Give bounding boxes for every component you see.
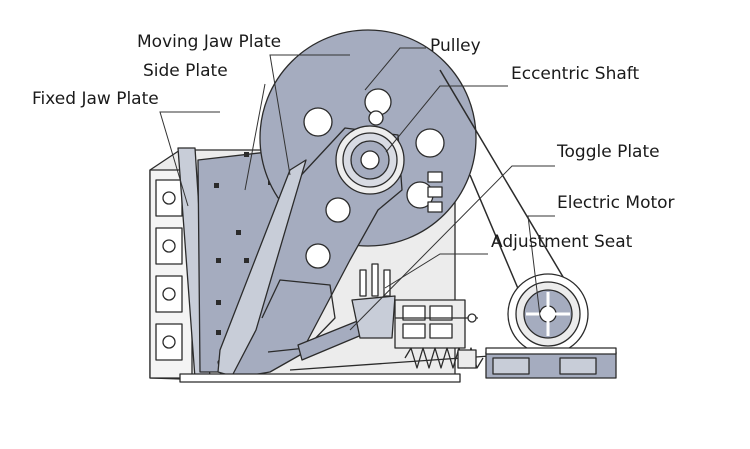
label-side-plate: Side Plate <box>143 61 228 81</box>
label-adjustment-seat: Adjustment Seat <box>491 232 633 252</box>
leader-electric-motor <box>527 215 555 317</box>
label-fixed-jaw-plate: Fixed Jaw Plate <box>32 89 159 109</box>
adjustment-seat-block <box>351 295 396 339</box>
label-electric-motor: Electric Motor <box>557 193 675 213</box>
label-eccentric-shaft: Eccentric Shaft <box>511 64 640 84</box>
label-pulley: Pulley <box>430 36 481 56</box>
leader-pulley <box>364 47 426 91</box>
leader-fixed-jaw-plate <box>159 111 220 207</box>
leader-moving-jaw-plate <box>269 54 350 176</box>
leader-eccentric-shaft <box>385 85 508 153</box>
leader-side-plate <box>244 83 266 191</box>
leader-adjustment-seat <box>384 253 488 289</box>
label-toggle-plate: Toggle Plate <box>557 142 660 162</box>
leader-toggle-plate <box>349 165 555 331</box>
label-moving-jaw-plate: Moving Jaw Plate <box>137 32 282 52</box>
